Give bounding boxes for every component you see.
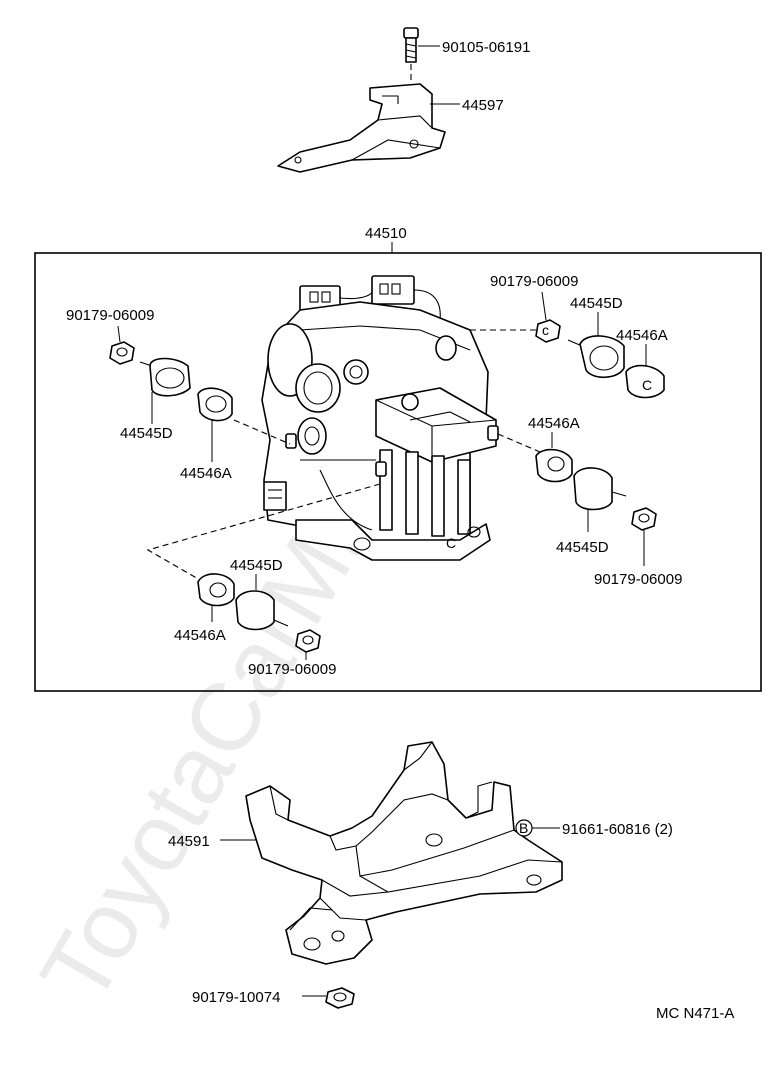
mount-line-right (497, 433, 541, 453)
nut-bottom-drawing (295, 629, 321, 653)
label-cushion-a-bottom: 44546A (174, 627, 226, 644)
label-nut-right: 90179-06009 (594, 571, 682, 588)
nut-upper-right-drawing: c (535, 319, 561, 343)
nut-upper-left-drawing (109, 341, 135, 365)
nut-right-drawing (631, 507, 657, 531)
label-top-bracket: 44597 (462, 97, 504, 114)
cushion-a-right-drawing (535, 448, 573, 483)
cushion-a-bottom-drawing (197, 573, 235, 607)
label-cushion-a-upper-right: 44546A (616, 327, 668, 344)
actuator-body-drawing: C (261, 275, 499, 561)
bracket-44591-drawing (245, 741, 563, 965)
label-nut-upper-left: 90179-06009 (66, 307, 154, 324)
mount-line-bottom (146, 483, 381, 581)
svg-text:C: C (642, 377, 652, 393)
label-bracket-bolt: 91661-60816 (2) (562, 821, 673, 838)
label-cushion-a-right: 44546A (528, 415, 580, 432)
label-lower-bracket: 44591 (168, 833, 210, 850)
cushion-d-left-drawing (139, 357, 191, 397)
cushion-d-bottom-drawing (235, 590, 289, 631)
label-cushion-d-right: 44545D (556, 539, 609, 556)
bottom-nut-drawing (325, 987, 355, 1009)
label-assembly: 44510 (365, 225, 407, 242)
cushion-d-right-drawing (573, 467, 627, 511)
label-cushion-d-upper-right: 44545D (570, 295, 623, 312)
label-nut-upper-right: 90179-06009 (490, 273, 578, 290)
leader-nut-upper-right (541, 291, 547, 321)
cushion-a-upper-right-drawing: C (625, 364, 665, 399)
leader-nut-upper-left (117, 325, 121, 343)
mount-line-left (233, 419, 291, 445)
label-cushion-d-bottom: 44545D (230, 557, 283, 574)
diagram-code: MC N471-A (656, 1005, 734, 1022)
bracket-44597-drawing (277, 83, 446, 173)
label-bolt: 90105-06191 (442, 39, 530, 56)
bolt-90105-06191-drawing (403, 27, 419, 140)
cushion-d-upper-right-drawing (567, 335, 625, 379)
label-cushion-a-left: 44546A (180, 465, 232, 482)
svg-text:C: C (446, 535, 456, 551)
assembly-frame (34, 252, 762, 692)
cushion-a-left-drawing (197, 387, 233, 422)
label-nut-bottom: 90179-06009 (248, 661, 336, 678)
svg-text:c: c (542, 322, 549, 338)
label-bottom-nut: 90179-10074 (192, 989, 280, 1006)
bolt-marker-letter: B (519, 820, 528, 836)
label-cushion-d-left: 44545D (120, 425, 173, 442)
